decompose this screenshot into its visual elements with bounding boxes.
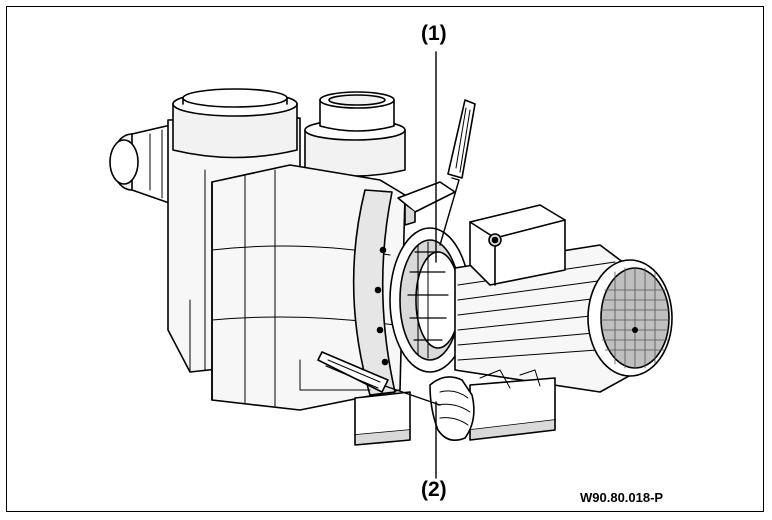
hand [429,376,475,441]
outlet-nozzle [304,91,406,177]
motor-lantern [389,227,471,373]
electric-motor [454,204,673,393]
motor-base [354,369,556,446]
callout-2: (2) [421,478,447,501]
pump-volute [211,164,406,411]
flange-clamp-top [397,181,456,226]
callout-1: (1) [421,22,447,45]
inlet-nozzle [109,123,176,206]
figure-reference-code: W90.80.018-P [580,490,664,505]
screwdriver-lower [317,351,441,406]
screwdriver-upper [439,99,476,246]
